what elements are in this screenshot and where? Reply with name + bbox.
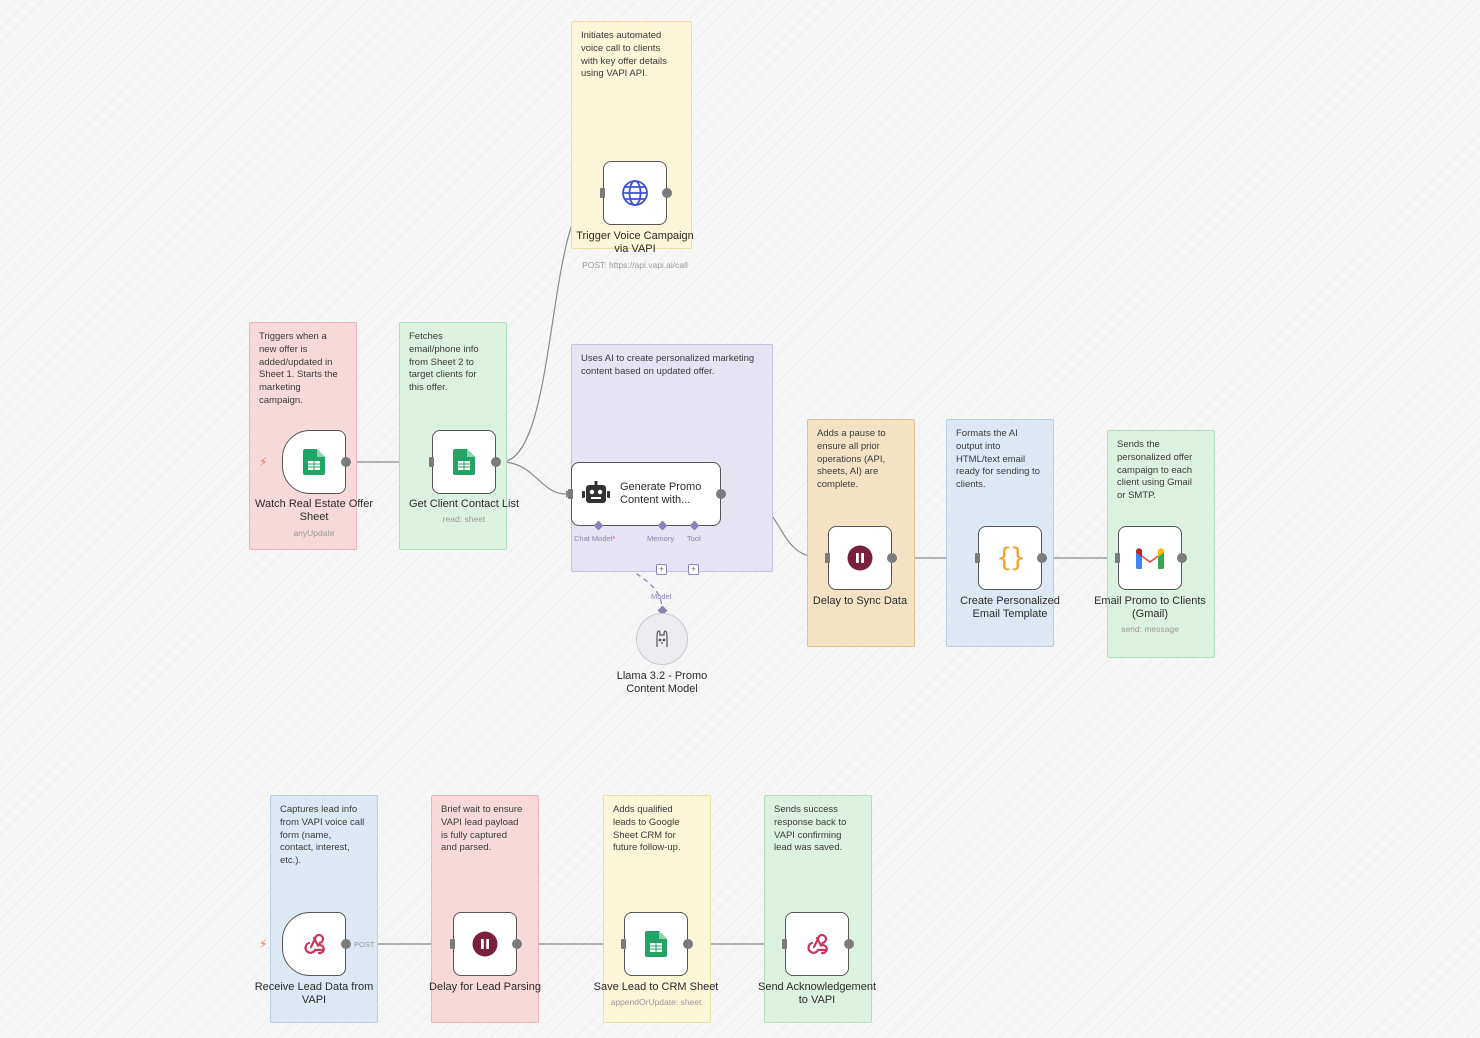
node-label: Create Personalized Email Template	[960, 595, 1060, 620]
node-label: Llama 3.2 - Promo Content Model	[616, 670, 708, 695]
node-title: Generate Promo Content with...	[620, 481, 702, 506]
node-label: Save Lead to CRM Sheet	[593, 981, 719, 993]
code-braces-icon: {}	[996, 543, 1025, 573]
output-port[interactable]	[716, 489, 726, 499]
output-port[interactable]	[683, 939, 693, 949]
tool-input-label: Tool	[687, 534, 701, 543]
output-port[interactable]	[341, 939, 351, 949]
sticky-note-parse[interactable]: Brief wait to ensure VAPI lead payload i…	[431, 795, 539, 1023]
model-output-label: Model	[651, 592, 672, 601]
node-subtitle: POST: https://api.vapi.ai/call	[582, 260, 688, 270]
node-send-acknowledgement[interactable]	[782, 912, 854, 976]
output-port[interactable]	[662, 188, 672, 198]
output-port[interactable]	[1037, 553, 1047, 563]
pause-icon	[472, 931, 498, 957]
memory-input-label: Memory	[647, 534, 675, 543]
node-label: Delay for Lead Parsing	[429, 981, 541, 993]
pause-icon	[847, 545, 873, 571]
node-delay-sync[interactable]	[825, 526, 897, 590]
node-label: Receive Lead Data from VAPI	[254, 981, 374, 1006]
node-label: Send Acknowledgement to VAPI	[757, 981, 877, 1006]
output-port[interactable]	[1177, 553, 1187, 563]
trigger-bolt-icon: ⚡	[259, 937, 268, 951]
add-tool-button[interactable]: +	[688, 564, 699, 575]
node-subtitle: read: sheet	[442, 514, 486, 524]
node-save-lead-crm[interactable]	[621, 912, 693, 976]
google-sheets-icon	[453, 449, 475, 475]
wire-contacts-to-generate	[500, 461, 567, 495]
sticky-note-crm[interactable]: Adds qualified leads to Google Sheet CRM…	[603, 795, 711, 1023]
sticky-note-lead[interactable]: Captures lead info from VAPI voice call …	[270, 795, 378, 1023]
node-email-promo-gmail[interactable]	[1115, 526, 1187, 590]
node-receive-lead-webhook[interactable]	[282, 912, 351, 976]
node-label: Get Client Contact List	[408, 498, 520, 510]
node-label: Email Promo to Clients (Gmail)	[1094, 595, 1206, 620]
sticky-note-ai[interactable]: Uses AI to create personalized marketing…	[571, 344, 773, 572]
output-port[interactable]	[491, 457, 501, 467]
output-port[interactable]	[341, 457, 351, 467]
input-port[interactable]	[782, 939, 787, 949]
input-port[interactable]	[450, 939, 455, 949]
input-port[interactable]	[1115, 553, 1120, 563]
sticky-note-ack[interactable]: Sends success response back to VAPI conf…	[764, 795, 872, 1023]
input-port[interactable]	[568, 489, 573, 499]
output-port[interactable]	[887, 553, 897, 563]
input-port[interactable]	[825, 553, 830, 563]
node-watch-offer-sheet[interactable]	[282, 430, 351, 494]
google-sheets-icon	[303, 449, 325, 475]
google-sheets-icon	[645, 931, 667, 957]
llama-icon	[656, 630, 668, 647]
trigger-bolt-icon: ⚡	[259, 455, 268, 469]
chat-model-input-label: Chat Model*	[574, 534, 616, 543]
node-delay-lead-parsing[interactable]	[450, 912, 522, 976]
node-llama-model[interactable]	[636, 613, 688, 665]
output-port[interactable]	[512, 939, 522, 949]
webhook-icon	[304, 933, 325, 955]
input-port[interactable]	[600, 188, 605, 198]
node-subtitle: anyUpdate	[293, 528, 335, 538]
gmail-icon	[1136, 547, 1164, 569]
globe-icon	[622, 180, 648, 206]
node-subtitle: appendOrUpdate: sheet	[610, 997, 702, 1007]
node-trigger-voice-campaign[interactable]	[600, 161, 672, 225]
node-label: Trigger Voice Campaign via VAPI	[576, 230, 694, 255]
node-create-email-template[interactable]: {}	[975, 526, 1047, 590]
node-subtitle: send: message	[1121, 624, 1179, 634]
input-port[interactable]	[429, 457, 434, 467]
node-label: Delay to Sync Data	[812, 595, 908, 607]
input-port[interactable]	[975, 553, 980, 563]
http-method-tag: POST	[354, 940, 375, 949]
output-port[interactable]	[844, 939, 854, 949]
node-generate-promo-content[interactable]: Generate Promo Content with...	[568, 462, 726, 526]
node-label: Watch Real Estate Offer Sheet	[255, 498, 373, 523]
input-port[interactable]	[621, 939, 626, 949]
add-memory-button[interactable]: +	[656, 564, 667, 575]
robot-icon	[582, 481, 610, 503]
node-get-client-contacts[interactable]	[429, 430, 501, 494]
webhook-icon	[807, 933, 828, 955]
